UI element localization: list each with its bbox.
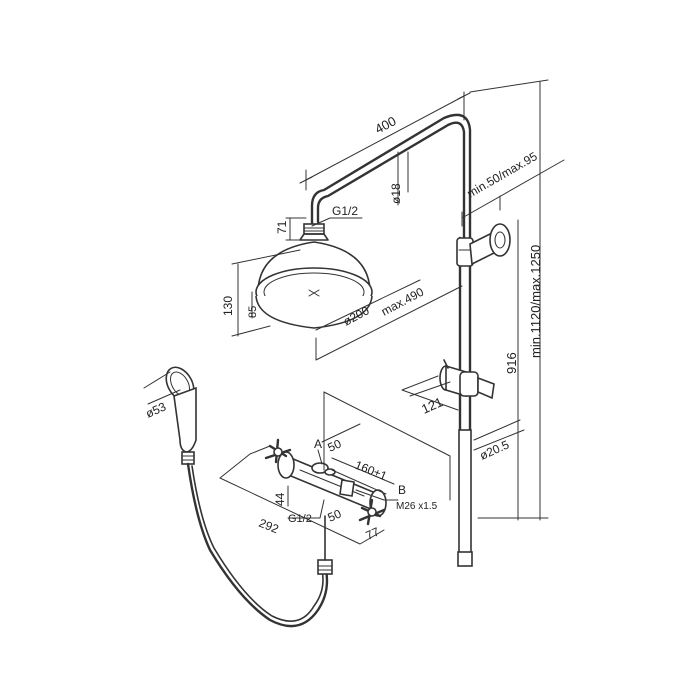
- inlet-spacing-label: 160±1: [353, 458, 389, 484]
- inlet-thread-label: G1/2: [288, 513, 312, 525]
- shower-arm: [310, 113, 472, 240]
- handshower-diameter-label: ø53: [144, 399, 169, 420]
- riser-height-label: min.1120/max.1250: [528, 245, 543, 358]
- shower-head-connector: [299, 223, 329, 241]
- mixer-height-label: 44: [273, 492, 287, 506]
- mixer-guide-lines: [219, 391, 451, 545]
- arm-diameter-dimension: [397, 151, 409, 206]
- shower-head: [255, 241, 373, 329]
- mixer-depth-dimension: [321, 423, 361, 443]
- inlet-thread-leader: [287, 499, 325, 519]
- point-a-label: A: [314, 437, 322, 451]
- neck-height-dimension: [285, 217, 307, 241]
- wall-bracket: [469, 223, 511, 266]
- mixer-thread-label: M26 x1.5: [396, 501, 438, 512]
- handshower-slider: [439, 359, 495, 400]
- head-height-dimension: [231, 249, 301, 337]
- wall-offset-dimension: [461, 159, 565, 227]
- slider-projection-dimension: [401, 375, 459, 411]
- arm-projection-label: max.490: [379, 285, 426, 319]
- slider-height-label: 916: [504, 352, 519, 374]
- left-handle: [264, 438, 292, 464]
- point-a-leader: [317, 449, 323, 465]
- shower-hose: [186, 462, 333, 628]
- wall-offset-label: min.50/max.95: [465, 149, 540, 201]
- head-diameter-dimension: [315, 279, 463, 361]
- handle-offset-label: 77: [364, 524, 382, 542]
- riser-diameter-dimension: [473, 419, 525, 451]
- hand-shower: [165, 366, 197, 465]
- head-depth-label: 85: [247, 306, 259, 318]
- riser-height-dimension: [469, 79, 549, 521]
- point-b-leader: [355, 489, 399, 501]
- head-height-label: 130: [221, 296, 235, 316]
- connector-thread-label: G1/2: [332, 204, 358, 218]
- outlet-offset-label: 50: [326, 506, 344, 524]
- riser-rail: [456, 236, 474, 567]
- neck-height-label: 71: [275, 220, 289, 234]
- right-handle: [358, 498, 386, 526]
- handshower-diameter-dimension: [143, 371, 181, 405]
- inlet-spacing-dimension: [331, 457, 395, 495]
- point-b-label: B: [398, 483, 406, 497]
- riser-diameter-label: ø20.5: [478, 437, 512, 462]
- arm-length-dimension: [299, 91, 471, 191]
- arm-diameter-label: ø18: [389, 183, 403, 204]
- mixer-depth-label: 50: [326, 436, 344, 454]
- mixer-width-label: 292: [257, 516, 281, 537]
- connector-thread-leader: [311, 217, 363, 227]
